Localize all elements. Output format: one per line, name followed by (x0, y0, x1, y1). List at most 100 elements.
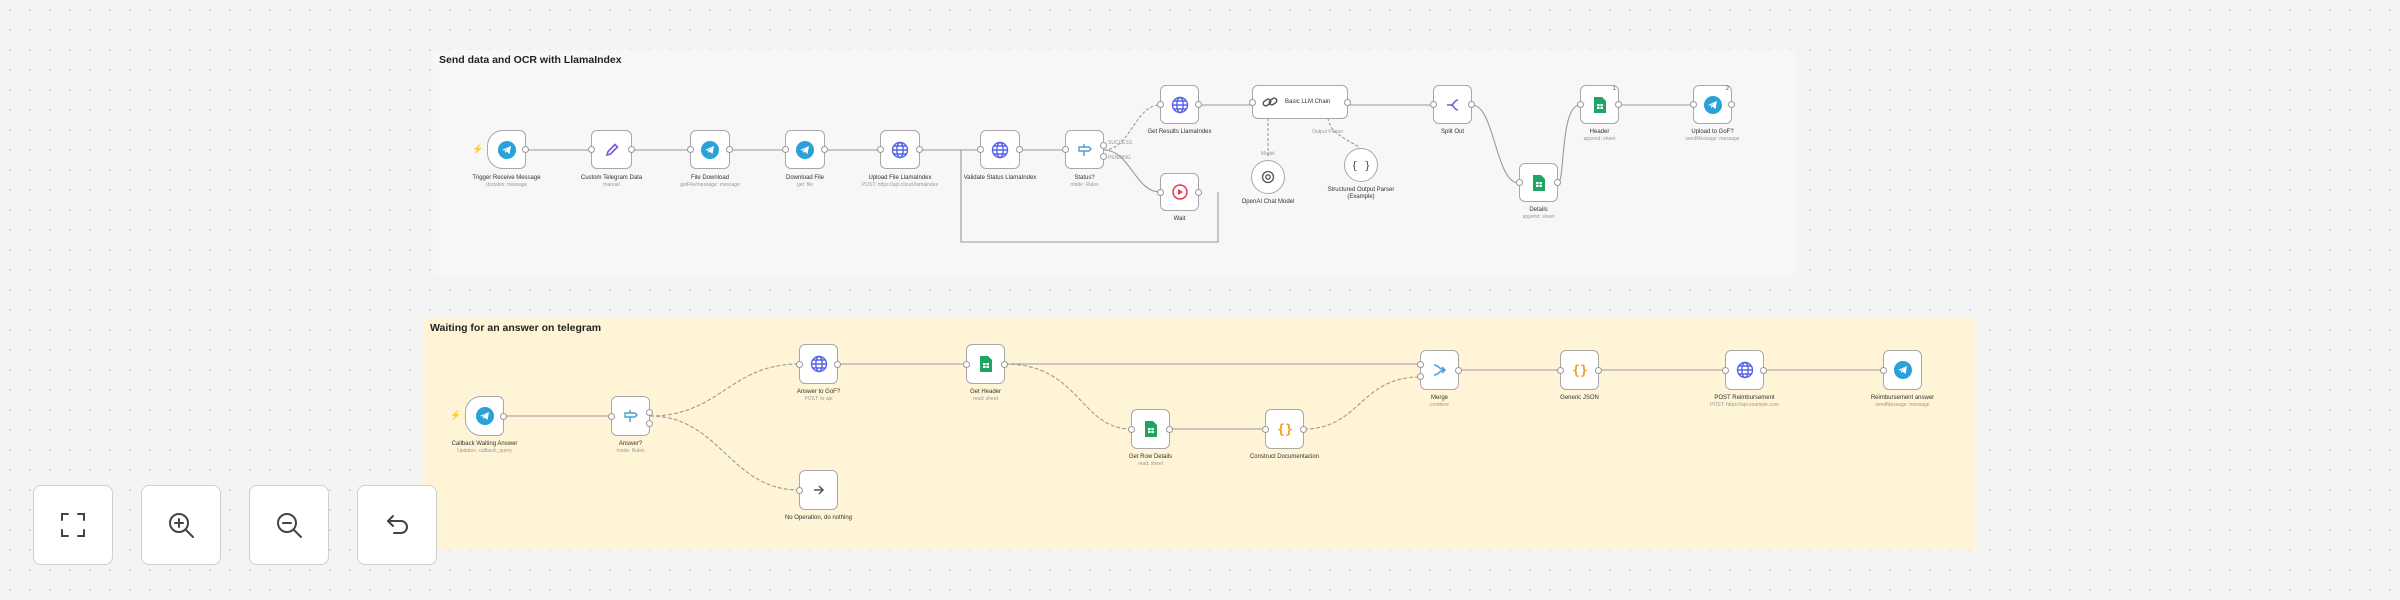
output-port[interactable] (1468, 101, 1475, 108)
zoom-in-button[interactable] (141, 485, 221, 565)
telegram-icon (497, 140, 517, 160)
output-port[interactable] (1166, 425, 1173, 433)
output-port[interactable] (1728, 101, 1735, 108)
output-port[interactable] (646, 408, 653, 416)
output-port[interactable] (500, 412, 507, 420)
node-label: Get Results LlamaIndex (1147, 129, 1212, 135)
fit-view-button[interactable] (33, 485, 113, 565)
input-port[interactable] (1128, 425, 1135, 433)
node-structured-output-parser[interactable]: { } Structured Output Parser (Example) (1328, 148, 1394, 200)
output-port[interactable] (1595, 366, 1602, 374)
output-port[interactable] (1016, 146, 1023, 153)
output-port[interactable] (1760, 366, 1767, 374)
node-label: Status?mode: Rules (1070, 175, 1099, 188)
input-port[interactable] (1577, 101, 1584, 108)
output-port[interactable] (628, 146, 635, 153)
output-port[interactable] (646, 420, 653, 428)
input-port[interactable] (963, 360, 970, 368)
input-port[interactable] (1557, 366, 1564, 374)
output-port[interactable] (916, 146, 923, 153)
input-port[interactable] (1417, 360, 1424, 368)
input-port[interactable] (796, 486, 803, 494)
input-port[interactable] (1157, 101, 1164, 108)
input-port[interactable] (877, 146, 884, 153)
input-port[interactable] (1262, 425, 1269, 433)
input-port[interactable] (608, 412, 615, 420)
input-port[interactable] (1157, 188, 1164, 196)
trigger-bolt-icon: ⚡ (450, 410, 462, 420)
input-port[interactable] (1516, 179, 1523, 186)
output-port[interactable] (821, 146, 828, 153)
node-basic-llm-chain[interactable]: Basic LLM Chain (1249, 85, 1351, 119)
input-port[interactable] (1430, 101, 1437, 108)
output-port[interactable] (522, 146, 529, 153)
input-port[interactable] (1690, 101, 1697, 108)
split-icon (1444, 96, 1462, 114)
reset-zoom-button[interactable] (357, 485, 437, 565)
zoom-out-button[interactable] (249, 485, 329, 565)
fit-view-icon (58, 510, 88, 540)
input-port[interactable] (1880, 366, 1887, 374)
node-split-out[interactable]: Split Out (1430, 85, 1475, 135)
output-port[interactable] (1195, 101, 1202, 108)
node-label: Basic LLM Chain (1285, 99, 1331, 105)
node-no-operation[interactable]: No Operation, do nothing (785, 470, 852, 521)
output-port[interactable] (1455, 366, 1462, 374)
node-status-switch[interactable]: Status?mode: Rules (1062, 130, 1107, 188)
telegram-icon (795, 140, 815, 160)
output-port[interactable] (1100, 153, 1107, 161)
input-port[interactable] (782, 146, 789, 153)
node-generic-json[interactable]: {} Generic JSON (1557, 350, 1602, 401)
input-port[interactable] (588, 146, 595, 153)
input-port[interactable] (796, 360, 803, 368)
output-port[interactable] (1344, 98, 1351, 106)
node-answer-switch[interactable]: Answer?mode: Rules (608, 396, 653, 454)
input-port[interactable] (687, 146, 694, 153)
node-label: Validate Status LlamaIndex (963, 175, 1037, 181)
node-answer-to-gof[interactable]: Answer to GoF?POST: to api (796, 344, 841, 402)
input-port[interactable] (1417, 373, 1424, 381)
node-upload-to-gof[interactable]: 2 Upload to GoF?sendMessage: message (1685, 85, 1740, 142)
sticky-note-ocr[interactable]: Send data and OCR with LlamaIndex (433, 50, 1795, 275)
node-label: Answer?mode: Rules (616, 441, 645, 454)
input-port[interactable] (1249, 98, 1256, 106)
output-port[interactable] (1195, 188, 1202, 196)
sheets-icon (978, 355, 994, 373)
input-port[interactable] (977, 146, 984, 153)
output-port[interactable] (1615, 101, 1622, 108)
output-port[interactable] (1300, 425, 1307, 433)
output-port[interactable] (1001, 360, 1008, 368)
node-validate-status-llamaindex[interactable]: Validate Status LlamaIndex (964, 130, 1036, 181)
sheets-icon (1143, 420, 1159, 438)
output-port[interactable] (1100, 142, 1107, 150)
input-port[interactable] (1722, 366, 1729, 374)
node-wait[interactable]: Wait (1157, 173, 1202, 222)
sheets-icon (1531, 174, 1547, 192)
output-port[interactable] (726, 146, 733, 153)
braces-icon: { } (1353, 157, 1369, 173)
output-port[interactable] (1554, 179, 1561, 186)
node-openai-chat-model[interactable]: OpenAI Chat Model (1242, 160, 1294, 205)
output-port[interactable] (834, 360, 841, 368)
node-construct-documentacion[interactable]: {} Construct Documentacion (1250, 409, 1319, 460)
run-count-badge: 1 (1612, 86, 1616, 92)
input-port[interactable] (1062, 146, 1069, 153)
node-get-results-llamaindex[interactable]: Get Results LlamaIndex (1147, 85, 1212, 135)
